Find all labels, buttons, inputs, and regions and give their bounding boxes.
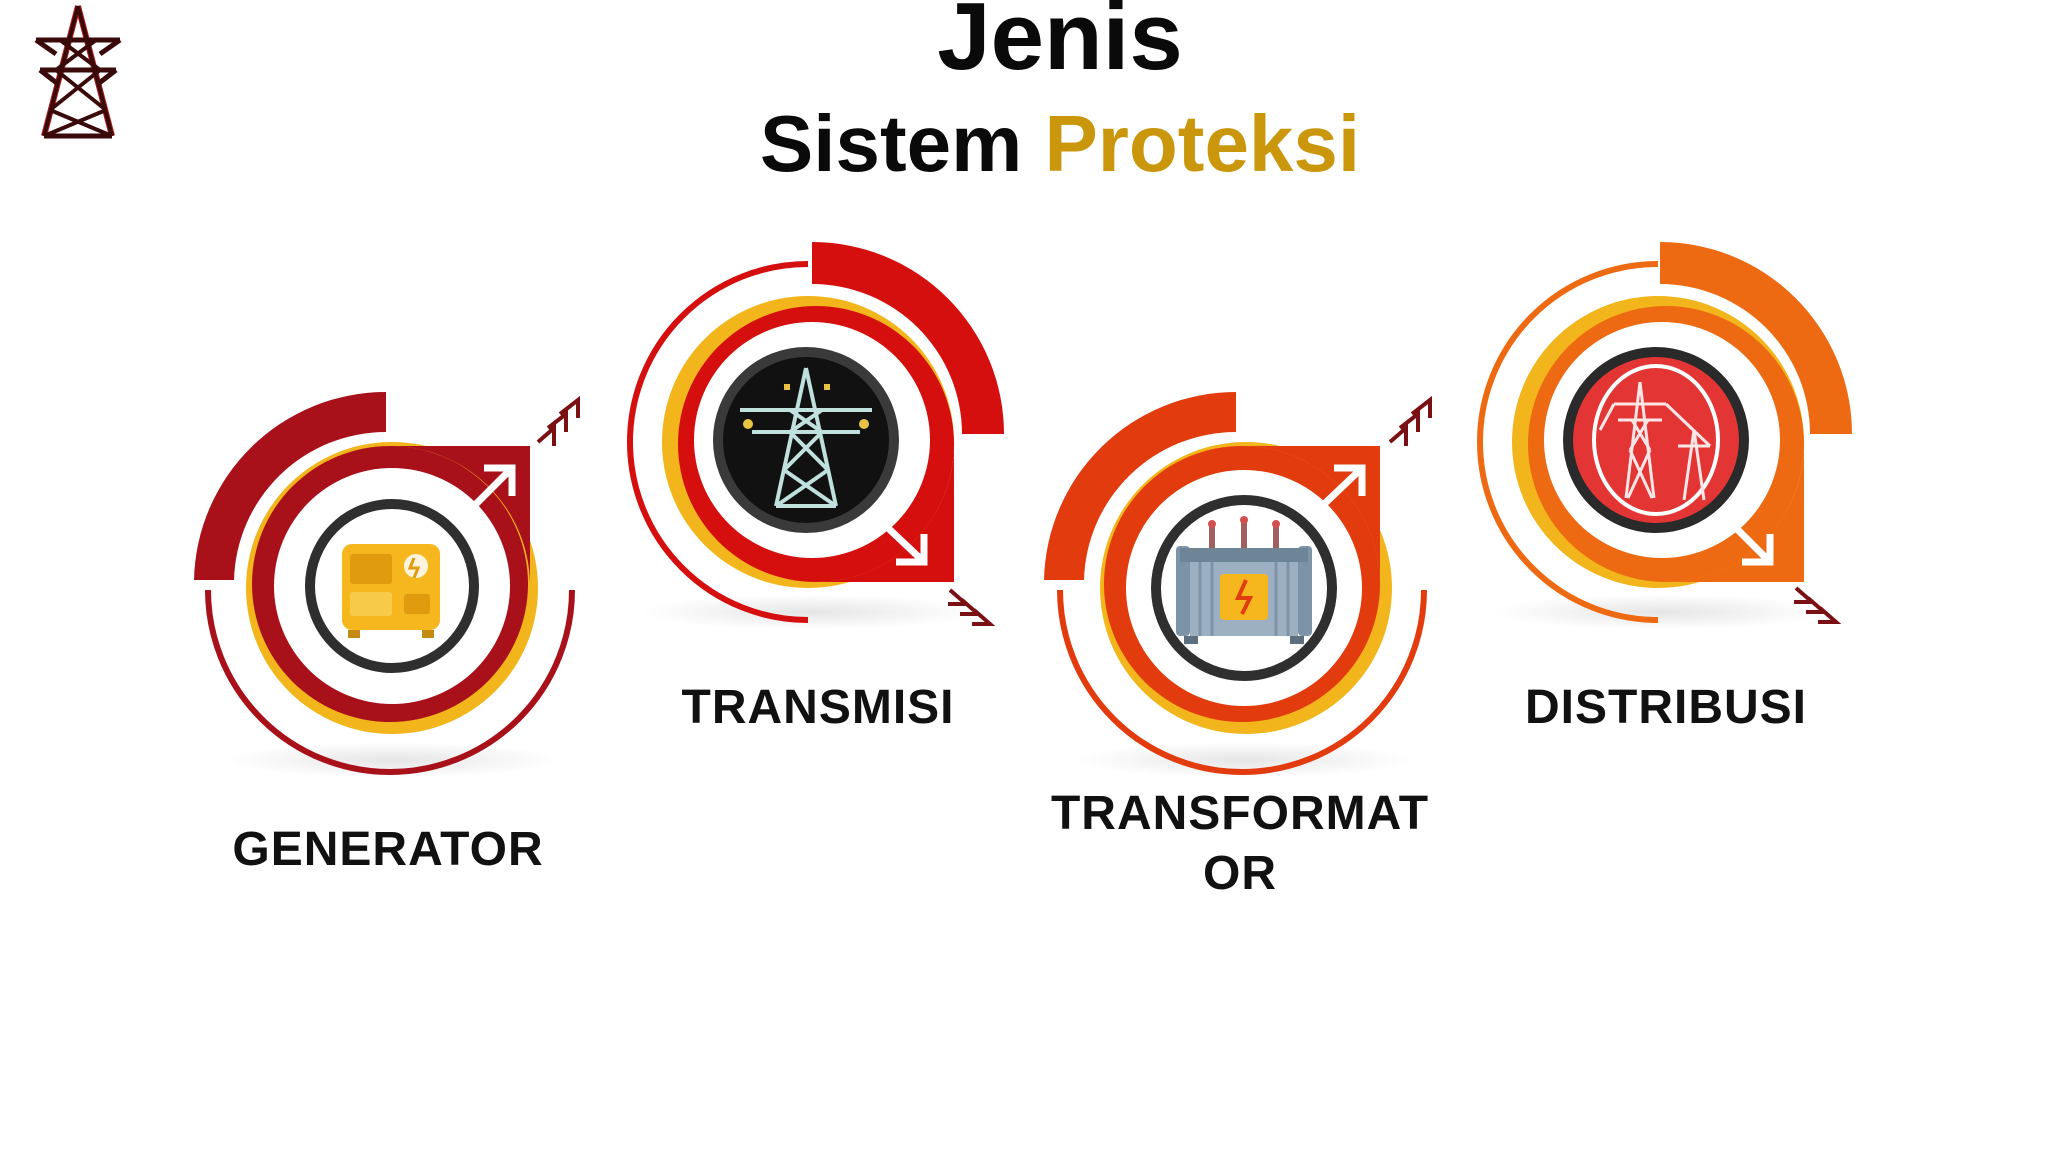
distribution-badge — [1477, 242, 1852, 630]
subtitle-word-sistem: Sistem — [759, 99, 1023, 188]
label-transformator: TRANSFORMAT OR — [1050, 787, 1430, 900]
power-tower-logo — [34, 5, 122, 139]
slide-title: Jenis — [937, 0, 1183, 90]
generator-icon — [342, 544, 440, 638]
transformer-icon — [1176, 516, 1312, 644]
transmission-tower-icon — [740, 367, 872, 508]
label-transmisi: TRANSMISI — [681, 681, 955, 734]
distribution-tower-icon — [1592, 364, 1720, 516]
label-generator: GENERATOR — [232, 823, 544, 876]
slide-subtitle: Sistem Proteksi — [0, 100, 2048, 188]
subtitle-word-proteksi: Proteksi — [1044, 99, 1361, 188]
label-distribusi: DISTRIBUSI — [1524, 681, 1807, 734]
